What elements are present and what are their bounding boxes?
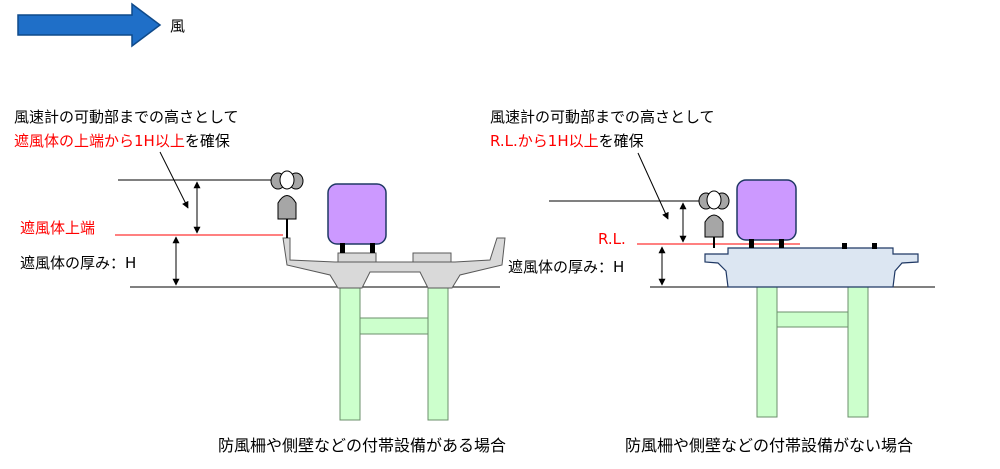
right-rl-label: R.L.: [598, 230, 626, 248]
right-rail-a: [842, 243, 847, 249]
right-caption: 防風柵や側壁などの付帯設備がない場合: [625, 436, 913, 455]
wind-legend: 風: [17, 2, 185, 48]
right-anemometer-icon: [698, 190, 730, 248]
left-title-line2: 遮風体の上端から1H以上を確保: [14, 132, 230, 150]
left-vehicle-cabinet: [327, 183, 387, 245]
right-pier-beam: [776, 311, 849, 328]
left-leader-line: [159, 151, 189, 209]
right-pier-a: [756, 286, 778, 418]
right-rail-b: [872, 243, 877, 249]
left-rail-pad-a: [337, 252, 377, 263]
left-anemometer-icon: [270, 170, 304, 238]
left-title-line1: 風速計の可動部までの高さとして: [14, 108, 239, 126]
right-title-line2: R.L.から1H以上を確保: [490, 132, 644, 150]
wind-arrow-icon: [17, 2, 162, 48]
right-pier-b: [847, 286, 869, 418]
left-wheel-b: [370, 243, 375, 253]
left-pier-b: [427, 286, 449, 421]
wind-label: 風: [170, 17, 185, 35]
left-diagram: 風速計の可動部までの高さとして 遮風体の上端から1H以上を確保 遮風体上端 遮風…: [14, 108, 506, 455]
right-wheel-a: [749, 239, 754, 248]
right-diagram: 風速計の可動部までの高さとして R.L.から1H以上を確保 R.L. 遮風体の厚…: [490, 108, 935, 455]
right-deck: [704, 247, 919, 288]
left-thickness-label: 遮風体の厚み：H: [20, 254, 136, 272]
right-title-line1: 風速計の可動部までの高さとして: [490, 108, 715, 126]
left-wheel-a: [340, 243, 345, 253]
left-rail-pad-b: [412, 252, 452, 263]
left-title-red: 遮風体の上端から1H以上: [14, 132, 185, 150]
right-title-tail: を確保: [599, 132, 644, 150]
right-title-red: R.L.から1H以上: [490, 132, 599, 150]
left-caption: 防風柵や側壁などの付帯設備がある場合: [218, 436, 506, 455]
left-title-tail: を確保: [185, 132, 230, 150]
right-vehicle-cabinet: [736, 179, 797, 241]
left-pier-a: [339, 286, 361, 421]
left-pier-beam: [359, 317, 429, 335]
right-thickness-label: 遮風体の厚み：H: [508, 258, 624, 276]
left-top-label: 遮風体上端: [20, 219, 95, 237]
left-deck: [282, 237, 506, 289]
right-wheel-b: [779, 239, 784, 248]
right-leader-line: [637, 152, 669, 220]
